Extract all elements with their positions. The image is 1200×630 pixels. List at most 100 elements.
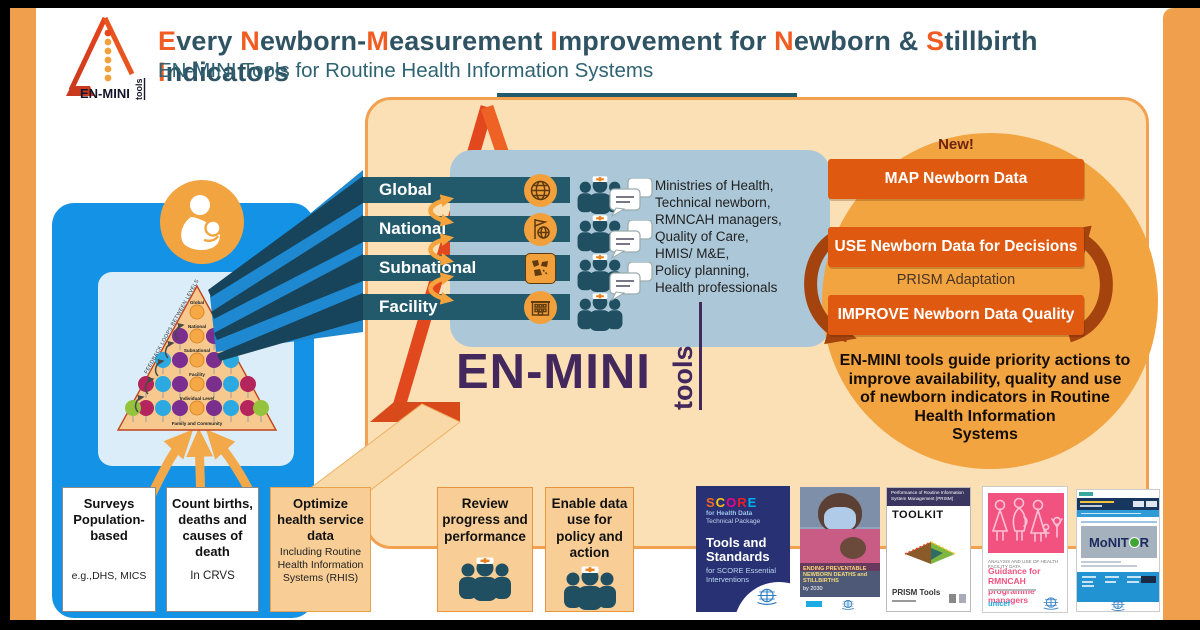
face-mask <box>824 507 856 531</box>
logo-tools-label: tools <box>134 79 144 101</box>
count-births-box-subtitle: In CRVS <box>190 570 235 583</box>
summary-line: EN-MINI tools guide priority actions to <box>839 352 1131 369</box>
unicef-mark <box>806 601 822 607</box>
right-accent-bar <box>1163 8 1200 620</box>
mother-newborn-badge <box>160 180 244 264</box>
optimize-box-subtitle: Including Routine Health Information Sys… <box>277 545 364 584</box>
divider <box>892 600 916 602</box>
content-line <box>1081 565 1137 567</box>
score-sub1: for Health Data <box>706 510 753 517</box>
footer-button <box>1141 576 1156 583</box>
page-title: Every Newborn-Measurement Improvement fo… <box>158 26 1038 87</box>
score-subtitle2: Interventions <box>706 575 749 584</box>
cover-title-band: ENDING PREVENTABLE NEWBORN DEATHS and ST… <box>800 563 880 597</box>
monitor-globe-o <box>1128 536 1140 548</box>
header-button <box>1146 500 1157 507</box>
left-accent-bar <box>10 8 36 620</box>
surveys-box-title: Surveys Population-based <box>73 496 145 543</box>
en-mini-logo: EN-MINI tools <box>66 16 146 101</box>
page-subtitle: EN-MINI Tools for Routine Health Informa… <box>158 59 654 82</box>
optimize-box-title: Optimize health service data <box>277 496 364 543</box>
speech-bubble-icon <box>608 220 654 260</box>
pink-figures-panel <box>988 493 1064 553</box>
stakeholder-list: Ministries of Health, Technical newborn,… <box>655 177 825 296</box>
facility-building-icon <box>524 291 557 324</box>
count-births-box-title: Count births, deaths and causes of death <box>172 496 253 559</box>
review-progress-box: Review progress and performance <box>437 487 533 612</box>
unicef-logo: unicef <box>988 599 1011 608</box>
stakeholder-line: HMIS/ M&E, <box>655 246 730 261</box>
stakeholder-line: Ministries of Health, <box>655 178 774 193</box>
logo-mark <box>949 594 956 603</box>
score-subtitle1: for SCORE Essential <box>706 566 777 575</box>
improve-newborn-data-button: IMPROVE Newborn Data Quality <box>828 295 1084 335</box>
mother-newborn-icon <box>181 195 222 251</box>
new-badge: New! <box>938 136 974 153</box>
use-newborn-data-button: USE Newborn Data for Decisions <box>828 227 1084 267</box>
national-flag-icon <box>524 213 557 246</box>
speech-bubble-icon <box>608 262 654 302</box>
summary-text: EN-MINI tools guide priority actions to … <box>827 352 1143 445</box>
top-letterbox <box>0 0 1200 8</box>
people-group-icon <box>559 566 621 610</box>
globe-icon <box>524 174 557 207</box>
left-letterbox <box>0 0 10 630</box>
surveys-box: Surveys Population-based e.g.,DHS, MICS <box>62 487 156 612</box>
score-sub2: Technical Package <box>706 518 761 525</box>
breadcrumb-line <box>1081 521 1157 523</box>
content-line <box>1081 561 1121 563</box>
site-header-band <box>1077 498 1159 510</box>
who-logo <box>1041 595 1061 610</box>
cover-ending-preventable: ENDING PREVENTABLE NEWBORN DEATHS and ST… <box>800 487 880 611</box>
divider <box>988 589 1036 591</box>
cover-prism-toolkit: Performance of Routine Information Syste… <box>886 487 971 612</box>
monitor-title-post: R <box>1139 534 1150 550</box>
family-figures-icon <box>991 497 1063 542</box>
people-group-icon <box>454 557 516 601</box>
score-brand: SCORE <box>706 495 758 510</box>
cover2-title-line: ENDING PREVENTABLE <box>803 566 867 572</box>
speech-bubble-icon <box>608 178 654 218</box>
stakeholder-line: Technical newborn, <box>655 195 771 210</box>
cover-rmncah-guidance: ANALYSIS AND USE OF HEALTH FACILITY DATA… <box>982 486 1068 613</box>
cover2-title-line: NEWBORN DEATHS and STILLBIRTHS <box>803 572 868 584</box>
review-progress-box-title: Review progress and performance <box>442 496 528 544</box>
enable-data-use-box-title: Enable data use for policy and action <box>551 496 628 561</box>
monitor-banner: MoNIT R <box>1081 526 1157 558</box>
cover-monitor-site: MoNIT R <box>1076 489 1160 612</box>
site-footer <box>1077 572 1159 602</box>
stakeholder-line: Policy planning, <box>655 263 750 278</box>
enable-data-use-box: Enable data use for policy and action <box>545 487 634 612</box>
pyramid-card <box>98 272 294 466</box>
prism-graphic <box>904 541 956 564</box>
summary-line: Health Information <box>914 407 1056 425</box>
prism-footer: PRISM Tools <box>892 588 941 597</box>
stakeholder-line: RMNCAH managers, <box>655 212 782 227</box>
subnational-map-icon <box>524 252 557 285</box>
who-logo <box>754 586 780 605</box>
stakeholder-line: Quality of Care, <box>655 229 749 244</box>
count-births-box: Count births, deaths and causes of death… <box>166 487 259 612</box>
who-logo <box>840 598 856 610</box>
slide-content: EN-MINI tools Every Newborn-Measurement … <box>10 8 1200 620</box>
map-newborn-data-button: MAP Newborn Data <box>828 159 1084 199</box>
site-nav-bar <box>1077 510 1159 517</box>
summary-line: of newborn indicators in Routine <box>860 389 1110 406</box>
big-wordmark-tools: tools <box>668 302 702 410</box>
rmncah-kicker: ANALYSIS AND USE OF HEALTH FACILITY DATA <box>988 559 1059 569</box>
rmncah-title: Guidance for RMNCAH programme managers <box>988 566 1041 606</box>
big-wordmark: EN-MINI <box>456 345 651 399</box>
bottom-letterbox <box>0 620 1200 630</box>
prism-adaptation-label: PRISM Adaptation <box>896 272 1016 288</box>
monitor-title-pre: MoNIT <box>1088 534 1129 550</box>
stakeholder-line: Health professionals <box>655 280 778 295</box>
baby-figure <box>840 537 866 559</box>
optimize-box: Optimize health service data Including R… <box>270 487 371 612</box>
site-logo-mark <box>1079 492 1093 496</box>
logo-mark <box>959 594 966 603</box>
cover2-footer <box>800 597 880 611</box>
header-button <box>1133 500 1144 507</box>
summary-line: Systems <box>952 426 1018 443</box>
prism-title: TOOLKIT <box>892 509 944 521</box>
surveys-box-subtitle: e.g.,DHS, MICS <box>71 569 147 582</box>
